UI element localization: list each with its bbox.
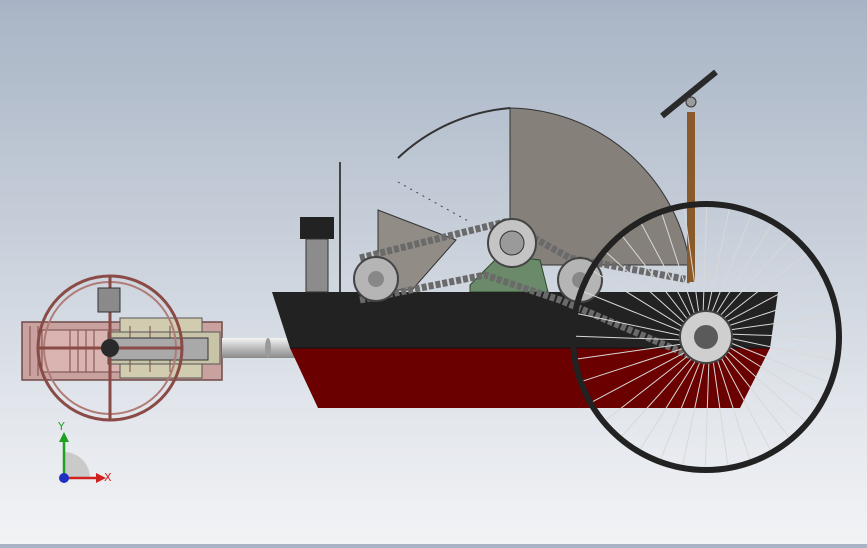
wheel-spoke — [641, 223, 695, 324]
hull[interactable] — [272, 292, 778, 408]
wheel-spoke — [714, 352, 751, 460]
saw-blade-arc — [397, 107, 511, 159]
wheel-spoke — [577, 342, 690, 360]
wheel-spoke — [592, 348, 693, 402]
steering-wheel[interactable] — [36, 274, 184, 422]
wheel-spoke — [714, 237, 791, 322]
wheel-spoke — [683, 208, 701, 321]
hull-lower — [290, 348, 770, 408]
wheel-spoke — [717, 253, 807, 324]
saw-blade-guide — [397, 181, 471, 223]
wheel-spoke — [583, 345, 691, 382]
wheel-spoke — [711, 224, 773, 321]
triad-y-label: Y — [57, 420, 65, 433]
saw-blade-sector — [509, 107, 691, 266]
wheel-spoke — [621, 352, 698, 437]
steering-wheel-post — [97, 287, 121, 313]
chain-drive[interactable] — [353, 218, 702, 364]
wheel-spoke — [622, 236, 693, 326]
triad-x-label: X — [104, 471, 112, 484]
wheel-spoke — [593, 270, 690, 332]
wheel-spoke — [723, 339, 829, 383]
sprocket-middle — [487, 218, 537, 268]
wheel-spoke — [721, 292, 829, 329]
saw-blade[interactable] — [397, 107, 691, 266]
spoked-rear-wheel[interactable] — [570, 201, 842, 473]
wheel-spoke — [717, 350, 771, 451]
wheel-spoke — [583, 291, 689, 335]
hull-upper — [272, 292, 778, 348]
wheel-spoke — [660, 354, 704, 460]
triad-arc — [64, 452, 90, 478]
triad-x-arrow — [96, 473, 106, 483]
seat-mast[interactable] — [660, 69, 718, 282]
wheel-spoke — [704, 354, 710, 468]
exhaust-cap — [300, 217, 334, 239]
wheel-spoke — [705, 208, 730, 320]
wheel-spoke — [723, 336, 835, 361]
coordinate-triad: Y X — [57, 420, 112, 484]
mast-post — [687, 112, 695, 282]
wheel-spokes — [575, 206, 837, 468]
wheel-spoke — [605, 350, 695, 421]
wheel-spoke — [682, 354, 707, 466]
chain-upper — [359, 218, 691, 284]
steering-wheel-hub — [101, 339, 119, 357]
front-handle-assembly[interactable] — [21, 274, 223, 422]
shaft-body — [222, 338, 300, 358]
wheel-spoke — [606, 252, 691, 329]
wheel-spoke — [711, 353, 729, 466]
sprocket-front — [353, 256, 399, 302]
wheel-hub-inner — [694, 325, 718, 349]
handle-slats — [29, 326, 171, 376]
connecting-shaft[interactable] — [222, 338, 300, 358]
wheel-spoke — [661, 214, 698, 322]
wheel-spoke — [702, 206, 708, 320]
exhaust-pipe — [305, 238, 329, 293]
wheel-spoke — [719, 272, 820, 326]
shaft-end — [265, 338, 271, 358]
wheel-spoke — [721, 345, 806, 422]
wheel-spoke — [708, 214, 752, 320]
exhaust-stack[interactable] — [300, 217, 334, 293]
wheel-spoke — [722, 342, 819, 404]
wheel-spoke — [577, 313, 689, 338]
wheel-spoke — [575, 335, 689, 341]
wheel-spoke — [719, 348, 790, 438]
wheel-spoke — [722, 314, 835, 332]
seat-plank — [660, 69, 718, 119]
wheel-spoke — [639, 353, 701, 450]
triad-z-axis — [59, 473, 69, 483]
wheel-spoke — [723, 333, 837, 339]
triad-y-arrow — [59, 432, 69, 442]
wheel-rim — [570, 201, 842, 473]
seat-pivot — [685, 96, 697, 108]
chain-lower — [359, 271, 702, 364]
